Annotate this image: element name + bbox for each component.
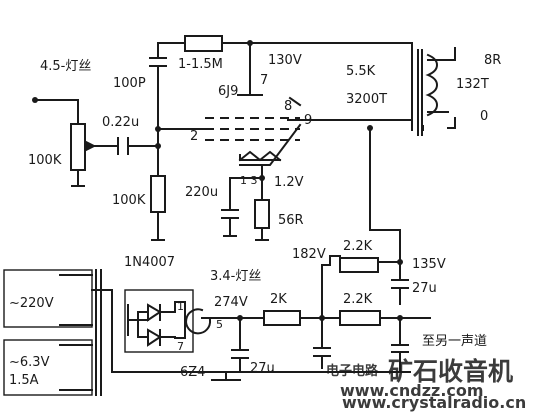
volume-pot-label: 100K [28,153,62,168]
filament-current-label: 1.5A [9,373,39,388]
input-cap-022u [117,137,129,155]
decoupling-cap [313,347,331,357]
grid-cap-100p [149,57,167,67]
power-transformer [3,269,102,396]
power-transformer-core [95,269,102,396]
secondary-turns-label: 132T [456,77,489,92]
watermark-url: www.cndzz.com [340,381,484,400]
pin-7-label: 7 [260,73,268,88]
transformer-turns-label: 3200T [346,92,387,107]
heater-loop [185,308,212,335]
cathode-resistor-56r [254,199,270,229]
grid-resistor-label: 100K [112,193,146,208]
rectifier-filament-label: 3.4-灯丝 [210,269,261,284]
rect-pin-5-label: 5 [216,318,223,331]
volume-potentiometer[interactable] [70,123,86,171]
rectifier-envelope [124,289,194,353]
feedback-resistor [184,35,223,52]
junction-dots [32,40,403,321]
transformer-impedance-label: 5.5K [346,64,376,79]
resistor-2k-label: 2K [270,292,287,307]
cathode-resistor-label: 56R [278,213,304,228]
watermark-title: 矿石收音机 [388,357,513,386]
grid-resistor-100k [150,175,166,213]
secondary-zero-label: 0 [480,109,488,124]
filter-cap-27u-left-label: 27u [250,361,275,376]
rect-pin-7-label: 7 [177,340,184,353]
feedback-resistor-label: 1-1.5M [178,57,223,72]
pin-8-label: 8 [284,99,292,114]
resistor-2k2-top-label: 2.2K [343,239,373,254]
diode-1 [147,303,162,322]
rect-pin-1-label: 1 [177,300,184,313]
output-transformer [411,47,456,136]
filter-cap-27u-left [231,349,249,359]
rectifier-tube-label: 6Z4 [180,365,205,380]
pin-2-label: 2 [190,129,198,144]
resistor-2k [263,310,301,326]
rectifier-diode-label: 1N4007 [124,255,175,270]
input-cap-label: 0.22u [102,115,139,130]
node-182v-label: 182V [292,247,326,262]
rectifier-tube-6z4 [124,289,212,353]
input-filament-label: 4.5-灯丝 [40,59,91,74]
labels: 4.5-灯丝 100P 1-1.5M 130V 7 6J9 5.5K 3200T… [9,53,501,388]
mains-primary-label: ~220V [9,296,54,311]
tube-6j9-label: 6J9 [218,84,238,99]
pin-9-label: 9 [304,113,312,128]
resistor-2k2-bottom [339,310,381,326]
resistor-2k2-bottom-label: 2.2K [343,292,373,307]
ground-symbols [71,117,456,381]
transformer-core [417,49,423,136]
capacitors [117,57,409,373]
diode-2 [147,328,162,347]
cathode-cap-label: 220u [185,185,218,200]
node-135v-label: 135V [412,257,446,272]
node-274v-label: 274V [214,295,248,310]
decoupling-cap-2 [391,344,409,373]
pin-1-3-label: 1 3 [240,174,258,187]
speaker-impedance-label: 8R [484,53,501,68]
filter-cap-27u-right [391,279,409,297]
b-plus-voltage-label: 130V [268,53,302,68]
grid-cap-label: 100P [113,76,146,91]
resistors [70,35,381,326]
filter-cap-27u-right-label: 27u [412,281,437,296]
cathode-cap-220u [221,209,239,219]
watermark-cn-text: 电子电路 [326,363,379,379]
watermark: 电子电路 矿石收音机 www.cndzz.com www.crystalradi… [326,357,526,412]
tube-6j9 [205,94,302,162]
secondary-winding [425,53,438,117]
primary-winding-box [3,269,93,328]
watermark-url-2: www.crystalradio.cn [342,393,526,412]
filament-winding-box [3,339,93,396]
heater [238,150,282,162]
cathode-voltage-label: 1.2V [274,175,304,190]
resistor-2k2-top [339,257,379,273]
filament-voltage-label: ~6.3V [9,355,50,370]
to-other-channel-label: 至另一声道 [422,334,487,349]
